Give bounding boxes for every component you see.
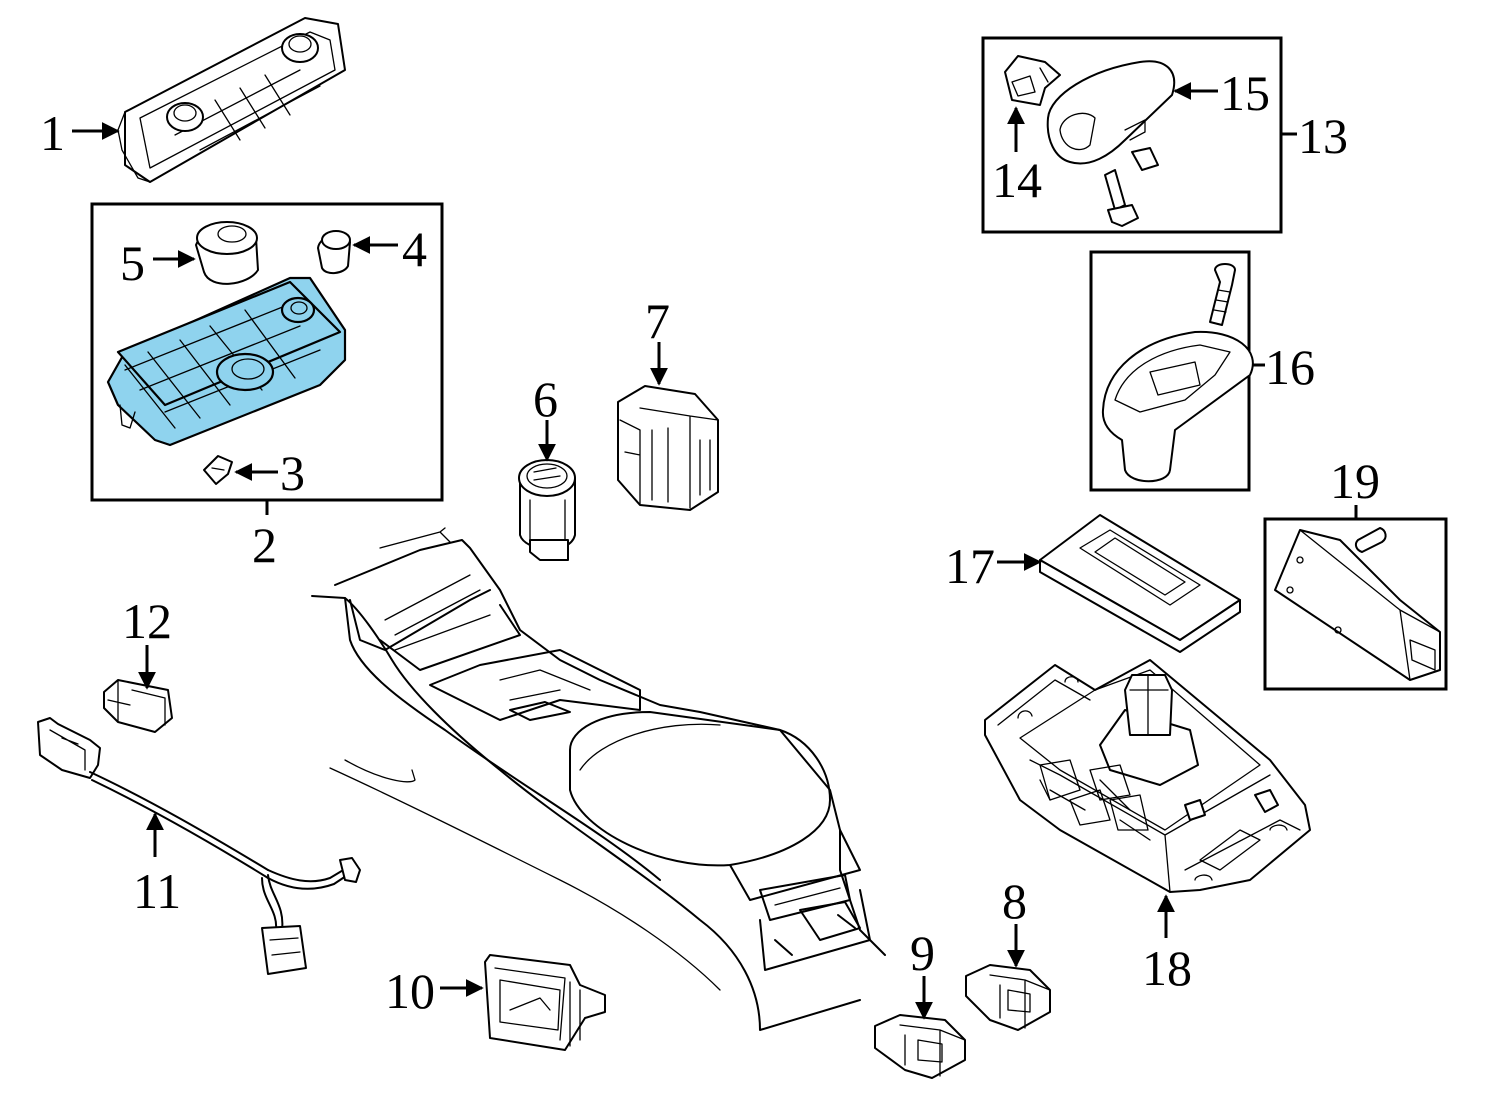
part-16-shift-lever[interactable] — [1101, 263, 1254, 483]
callout-11: 11 — [133, 863, 181, 919]
part-15-shift-knob-cover[interactable] — [1046, 60, 1176, 165]
callout-9: 9 — [910, 925, 935, 981]
part-10-switch[interactable] — [484, 954, 606, 1051]
part-8-switch[interactable] — [965, 964, 1051, 1031]
callout-18: 18 — [1142, 940, 1192, 996]
part-3-clip[interactable] — [203, 455, 233, 485]
part-17-module[interactable] — [1039, 514, 1241, 653]
callout-17: 17 — [945, 538, 995, 594]
callout-10: 10 — [385, 963, 435, 1019]
callout-labels: 1 2 3 4 5 6 7 8 9 10 11 12 13 14 15 16 1… — [40, 65, 1380, 1019]
callout-1: 1 — [40, 105, 65, 161]
callout-4: 4 — [402, 221, 427, 277]
part-2-switch-module-highlighted[interactable] — [106, 276, 347, 447]
callout-13: 13 — [1298, 108, 1348, 164]
callout-8: 8 — [1002, 873, 1027, 929]
center-console — [311, 527, 886, 1031]
part-4-knob[interactable] — [317, 230, 351, 274]
callout-7: 7 — [645, 293, 670, 349]
part-7-switch-block[interactable] — [617, 385, 719, 511]
part-11-wiring-harness[interactable] — [37, 717, 361, 975]
part-12-connector[interactable] — [103, 679, 173, 733]
part-1-control-panel[interactable] — [117, 17, 346, 183]
callout-15: 15 — [1220, 65, 1270, 121]
callout-19: 19 — [1330, 453, 1380, 509]
callout-12: 12 — [122, 593, 172, 649]
callout-2: 2 — [252, 517, 277, 573]
callout-14: 14 — [992, 152, 1042, 208]
part-14-cap[interactable] — [1004, 55, 1061, 106]
part-5-knob[interactable] — [195, 221, 259, 285]
part-13-screw[interactable] — [1104, 147, 1159, 227]
part-19-control-unit[interactable] — [1274, 527, 1441, 681]
callout-16: 16 — [1265, 339, 1315, 395]
part-18-shifter-mechanism[interactable] — [984, 659, 1311, 893]
callout-arrows — [72, 82, 1218, 1020]
part-9-switch[interactable] — [874, 1014, 966, 1079]
part-6-power-outlet[interactable] — [518, 459, 576, 561]
callout-3: 3 — [280, 445, 305, 501]
callout-6: 6 — [533, 371, 558, 427]
callout-5: 5 — [120, 235, 145, 291]
